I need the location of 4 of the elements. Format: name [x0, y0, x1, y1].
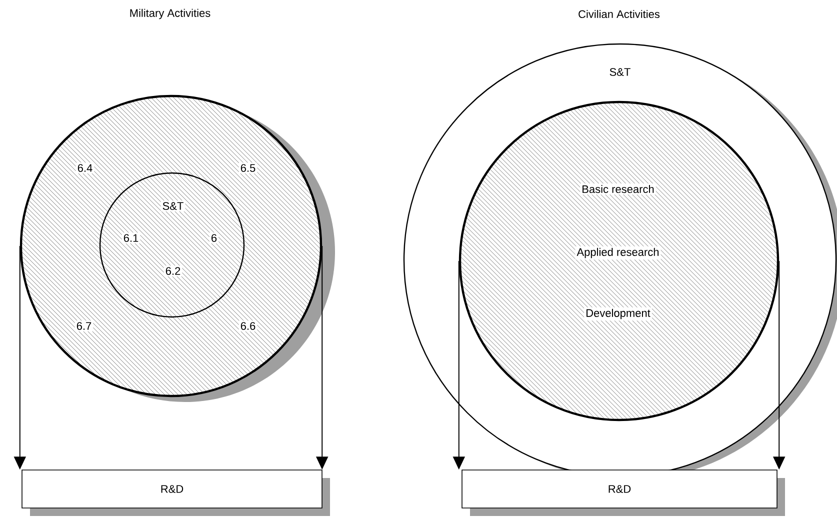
heading: Civilian Activities: [578, 10, 660, 18]
process-box: R&D: [462, 470, 785, 516]
process-box: R&D: [22, 470, 330, 516]
heading: Military Activities: [130, 8, 210, 20]
